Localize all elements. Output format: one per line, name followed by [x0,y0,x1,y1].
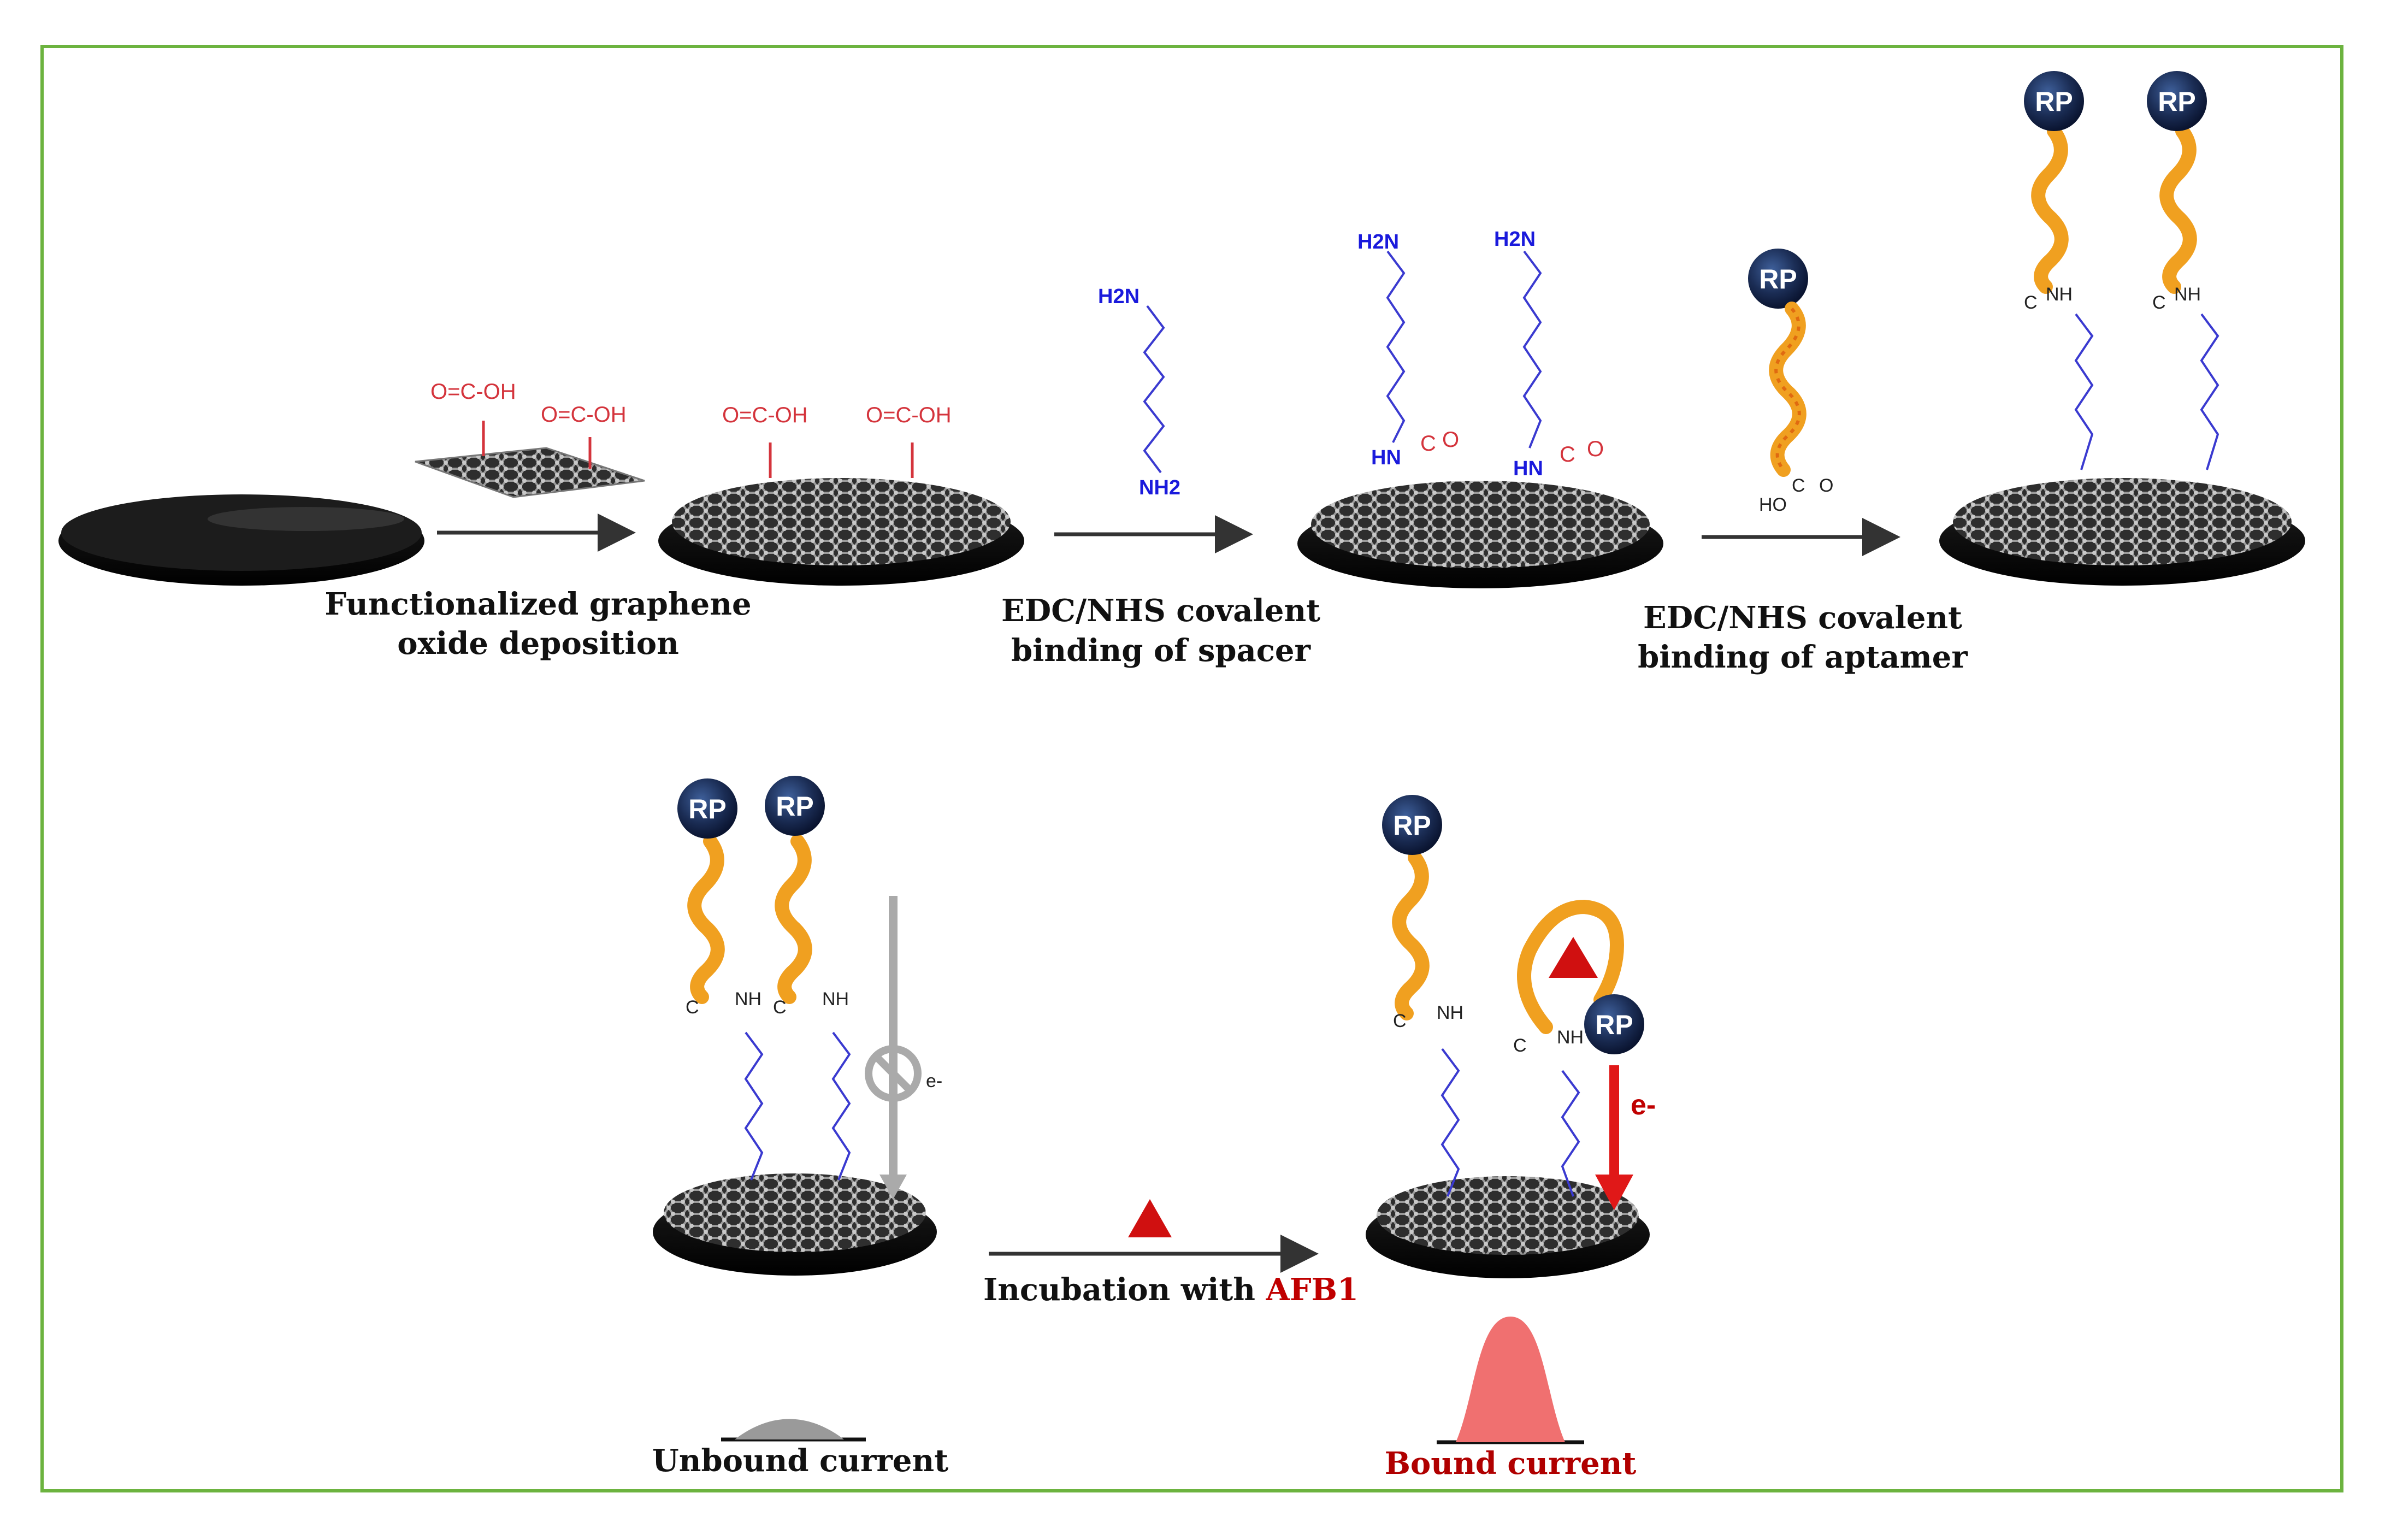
c-label-5: C [2152,292,2166,313]
caption-bound: Bound current [1385,1445,1637,1482]
o-label-1: O [1442,428,1459,452]
rp-label-4: RP [688,794,726,824]
h2n-label-2: H2N [1357,231,1399,253]
caption-step1-line1: Functionalized graphene [324,586,751,622]
o-label-3: O [1819,475,1833,496]
hn-label-1: HN [1371,446,1401,469]
h2n-label-3: H2N [1494,228,1536,251]
unbound-signal [721,1419,866,1442]
cooh-label-3: O=C-OH [722,403,808,427]
nh-label-2: NH [2174,284,2201,305]
electron-blocked-label: e- [926,1071,942,1091]
free-aptamer: RP HO C O [1748,249,1833,515]
c-label-7: C [773,997,787,1018]
nh-label-5: NH [1437,1002,1463,1023]
c-label-6: C [686,997,699,1018]
spacer-electrode: H2N H2N HN C O HN C O [1297,228,1663,588]
caption-step3-line2: binding of aptamer [1638,639,1968,675]
cooh-label-4: O=C-OH [866,403,952,427]
caption-unbound: Unbound current [652,1443,948,1479]
c-label-3: C [1792,475,1805,496]
sensor-unbound: RP RP C NH C NH e- [653,776,942,1276]
rp-label-7: RP [1595,1010,1633,1040]
ho-label: HO [1759,494,1787,515]
c-label-4: C [2024,292,2038,313]
cooh-label-2: O=C-OH [541,403,627,427]
afb1-triangle [1128,1199,1172,1237]
nh-label-1: NH [2046,284,2073,305]
caption-step4: Incubation with AFB1 [983,1272,1359,1308]
nh-label-3: NH [735,989,761,1010]
caption-step4-analyte: AFB1 [1265,1272,1359,1308]
caption-step4-prefix: Incubation with [983,1272,1266,1308]
diamine-spacer: H2N NH2 [1098,285,1180,499]
electron-label: e- [1631,1089,1656,1121]
rp-label-2: RP [2035,86,2073,117]
c-label-8: C [1393,1011,1407,1031]
cooh-label-1: O=C-OH [430,380,516,404]
caption-step1-line2: oxide deposition [397,626,679,662]
caption-step2-line2: binding of spacer [1011,633,1312,669]
figure-frame [40,45,2343,1492]
c-label-2: C [1560,442,1575,467]
aptamer-electrode: RP RP C NH C NH [1939,71,2305,586]
nh-label-4: NH [822,989,849,1010]
rp-label-3: RP [2158,86,2195,117]
rp-label-6: RP [1393,810,1431,841]
go-electrode: O=C-OH O=C-OH [658,403,1024,586]
rp-label-1: RP [1759,264,1797,294]
nh-label-6: NH [1557,1027,1584,1048]
bound-afb1-triangle [1549,937,1598,978]
o-label-2: O [1587,437,1604,461]
bare-electrode [58,494,424,586]
caption-step2-line1: EDC/NHS covalent [1001,593,1320,629]
hn-label-2: HN [1513,457,1543,480]
bound-signal [1437,1317,1584,1444]
c-label-9: C [1513,1035,1527,1056]
nh2-label: NH2 [1139,476,1180,499]
h2n-label: H2N [1098,285,1140,308]
sensor-bound: RP RP C NH C NH e- [1366,795,1656,1278]
c-label-1: C [1420,432,1436,456]
caption-step3-line1: EDC/NHS covalent [1643,600,1962,636]
graphene-oxide-sheet: O=C-OH O=C-OH [415,380,645,498]
rp-label-5: RP [776,791,813,822]
